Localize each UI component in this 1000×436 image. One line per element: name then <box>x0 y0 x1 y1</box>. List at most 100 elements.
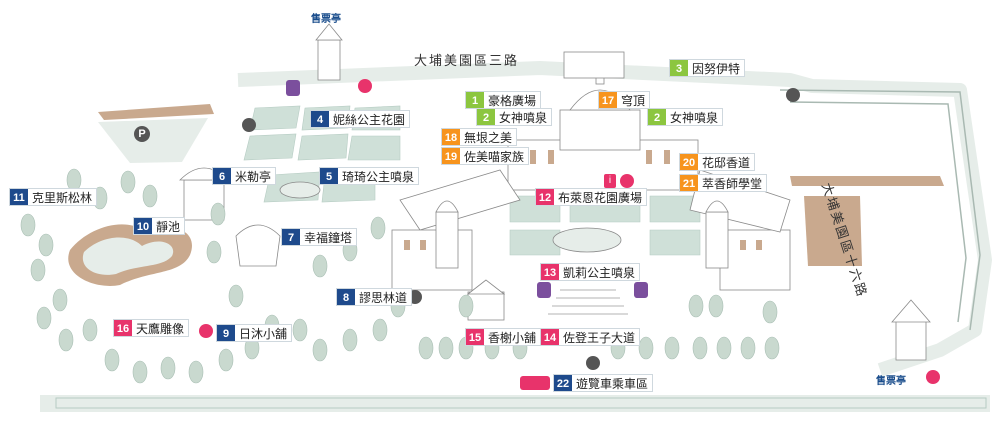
label-text: 因努伊特 <box>692 62 741 76</box>
label-text: 佐美喵家族 <box>464 150 525 164</box>
label-number: 11 <box>10 189 28 205</box>
road-name-top: 大埔美園區三路 <box>414 53 520 68</box>
label-number: 1 <box>466 92 484 108</box>
label-text: 香榭小舖 <box>488 331 537 345</box>
label-text: 米勒亭 <box>235 170 272 184</box>
label-dome[interactable]: 17 穹頂 <box>598 91 651 109</box>
label-princess-nisi-garden[interactable]: 4 妮絲公主花園 <box>310 110 411 128</box>
tree <box>740 336 756 360</box>
tree <box>292 318 308 342</box>
label-number: 3 <box>670 60 688 76</box>
label-number: 21 <box>680 175 698 191</box>
aed-icon <box>620 174 634 188</box>
label-champs-shop[interactable]: 15 香榭小舖 <box>465 328 542 346</box>
tree <box>30 258 46 282</box>
label-number: 12 <box>536 189 554 205</box>
smoking-area-icon <box>786 88 800 102</box>
label-number: 7 <box>282 229 300 245</box>
label-text: 萃香師學堂 <box>702 177 763 191</box>
tree <box>372 318 388 342</box>
tree <box>438 336 454 360</box>
label-number: 22 <box>554 375 572 391</box>
label-number: 8 <box>337 289 355 305</box>
label-inuit[interactable]: 3 因努伊特 <box>669 59 746 77</box>
label-happiness-bell-tower[interactable]: 7 幸福鐘塔 <box>281 228 358 246</box>
label-boundless-beauty[interactable]: 18 無垠之美 <box>441 128 518 146</box>
bus-icon <box>520 376 550 390</box>
tree <box>218 348 234 372</box>
label-eagle-statue[interactable]: 16 天鷹雕像 <box>113 319 190 337</box>
label-number: 9 <box>217 325 235 341</box>
label-flower-mansion-path[interactable]: 20 花邸香道 <box>679 153 756 171</box>
label-text: 穹頂 <box>621 94 646 108</box>
tree <box>20 213 36 237</box>
tree <box>370 216 386 240</box>
label-hauge-plaza[interactable]: 1 豪格廣場 <box>465 91 542 109</box>
label-text: 無垠之美 <box>464 131 513 145</box>
label-text: 凱莉公主噴泉 <box>563 266 636 280</box>
tree <box>120 170 136 194</box>
label-number: 17 <box>599 92 617 108</box>
label-perfumer-school[interactable]: 21 萃香師學堂 <box>679 174 768 192</box>
tree <box>342 328 358 352</box>
label-quiet-pond[interactable]: 10 靜池 <box>133 217 186 235</box>
label-zomei-cat-family[interactable]: 19 佐美喵家族 <box>441 147 530 165</box>
label-text: 花邸香道 <box>702 156 751 170</box>
label-text: 天鷹雕像 <box>136 322 185 336</box>
tree <box>104 348 120 372</box>
restroom-icon <box>634 282 648 298</box>
label-number: 13 <box>541 264 559 280</box>
tree <box>312 338 328 362</box>
label-text: 幸福鐘塔 <box>304 231 353 245</box>
tree <box>688 294 704 318</box>
tree <box>58 328 74 352</box>
label-princess-kelly-fountain[interactable]: 13 凱莉公主噴泉 <box>540 263 641 281</box>
smoking-area-icon <box>242 118 256 132</box>
label-number: 10 <box>134 218 152 234</box>
tree <box>762 300 778 324</box>
tree <box>210 202 226 226</box>
tree <box>716 336 732 360</box>
tree <box>692 336 708 360</box>
label-number: 2 <box>648 109 666 125</box>
label-number: 2 <box>477 109 495 125</box>
label-text: 妮絲公主花園 <box>333 113 406 127</box>
label-number: 18 <box>442 129 460 145</box>
label-text: 佐登王子大道 <box>563 331 636 345</box>
label-text: 靜池 <box>156 220 181 234</box>
label-number: 20 <box>680 154 698 170</box>
label-text: 豪格廣場 <box>488 94 537 108</box>
tree <box>708 294 724 318</box>
label-number: 15 <box>466 329 484 345</box>
parking-icon: P <box>134 126 150 142</box>
label-text: 琦琦公主噴泉 <box>342 170 415 184</box>
label-brian-garden-plaza[interactable]: 12 布萊恩花園廣場 <box>535 188 648 206</box>
label-text: 女神噴泉 <box>670 111 719 125</box>
info-icon: i <box>604 174 616 188</box>
tree <box>160 356 176 380</box>
tree <box>638 336 654 360</box>
tree <box>36 306 52 330</box>
tree <box>38 233 54 257</box>
label-number: 4 <box>311 111 329 127</box>
label-number: 16 <box>114 320 132 336</box>
tree <box>142 184 158 208</box>
tree <box>664 336 680 360</box>
aed-icon <box>926 370 940 384</box>
label-number: 19 <box>442 148 460 164</box>
label-sunbath-shop[interactable]: 9 日沐小舖 <box>216 324 293 342</box>
tree <box>132 360 148 384</box>
smoking-area-icon <box>586 356 600 370</box>
label-text: 布萊恩花園廣場 <box>558 191 643 205</box>
label-goddess-fountain-right[interactable]: 2 女神噴泉 <box>647 108 724 126</box>
label-text: 日沐小舖 <box>239 327 288 341</box>
